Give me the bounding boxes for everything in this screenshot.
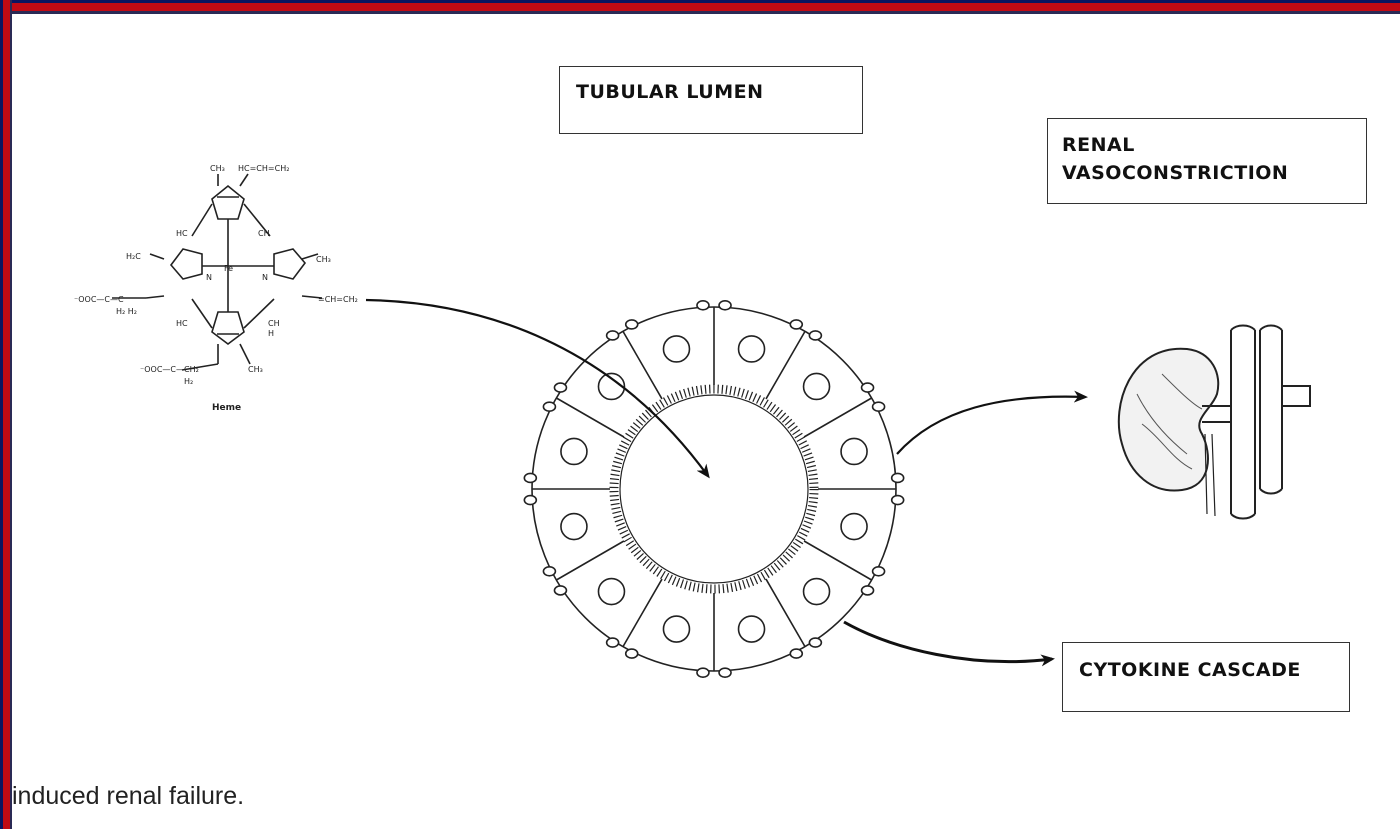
slide-frame-left bbox=[0, 0, 12, 829]
membrane-protrusion bbox=[607, 638, 619, 647]
heme-fe: Fe bbox=[224, 264, 233, 273]
heme-group-hc-top: HC bbox=[176, 229, 188, 238]
heme-group-top-left: CH₃ bbox=[210, 164, 225, 173]
cell-nucleus bbox=[841, 514, 867, 540]
cell-boundary bbox=[804, 398, 872, 437]
cell-nucleus bbox=[739, 616, 765, 642]
cell-boundary bbox=[556, 541, 624, 580]
membrane-protrusion bbox=[719, 668, 731, 677]
cell-boundary bbox=[556, 398, 624, 437]
cell-boundary bbox=[623, 579, 662, 647]
heme-group-bottom-right: CH₃ bbox=[248, 365, 263, 374]
membrane-protrusion bbox=[554, 383, 566, 392]
membrane-protrusion bbox=[719, 301, 731, 310]
membrane-protrusion bbox=[892, 496, 904, 505]
heme-chain-top-h: H₂ H₂ bbox=[116, 307, 137, 316]
membrane-protrusion bbox=[873, 402, 885, 411]
cell-boundary bbox=[623, 331, 662, 399]
cell-nucleus bbox=[739, 336, 765, 362]
membrane-protrusion bbox=[862, 586, 874, 595]
heme-group-hc-bottom: HC bbox=[176, 319, 188, 328]
heme-n-right: N bbox=[262, 273, 268, 282]
membrane-protrusion bbox=[697, 301, 709, 310]
cell-boundary bbox=[804, 541, 872, 580]
heme-chain-bottom-h: H₂ bbox=[184, 377, 193, 386]
cell-boundary bbox=[766, 331, 805, 399]
membrane-protrusion bbox=[543, 402, 555, 411]
membrane-protrusion bbox=[543, 567, 555, 576]
heme-group-ch-bottom: CH bbox=[268, 319, 280, 328]
cell-nucleus bbox=[561, 438, 587, 464]
heme-group-right-vinyl: =CH=CH₂ bbox=[318, 295, 358, 304]
heme-group-top-right: HC=CH=CH₂ bbox=[238, 164, 289, 173]
cell-nucleus bbox=[663, 616, 689, 642]
diagram-svg: CH₃ HC=CH=CH₂ H₂C CH₃ =CH=CH₂ HC CH HC C… bbox=[12, 14, 1400, 774]
membrane-protrusion bbox=[790, 649, 802, 658]
cell-nucleus bbox=[804, 373, 830, 399]
heme-molecule-icon: CH₃ HC=CH=CH₂ H₂C CH₃ =CH=CH₂ HC CH HC C… bbox=[74, 164, 358, 413]
heme-name: Heme bbox=[212, 403, 241, 413]
membrane-protrusion bbox=[862, 383, 874, 392]
cell-boundary bbox=[766, 579, 805, 647]
membrane-protrusion bbox=[873, 567, 885, 576]
membrane-protrusion bbox=[524, 473, 536, 482]
tubule-cross-section-icon bbox=[524, 301, 903, 677]
heme-chain-bottom: ⁻OOC—C—CH₂ bbox=[140, 365, 199, 374]
heme-group-ch-top: CH bbox=[258, 229, 270, 238]
vasoconstriction-arrow-icon bbox=[897, 397, 1085, 454]
figure-caption: induced renal failure. bbox=[12, 782, 244, 811]
heme-n-left: N bbox=[206, 273, 212, 282]
heme-group-h-right: H bbox=[268, 329, 274, 338]
kidney-icon bbox=[1119, 326, 1310, 519]
membrane-protrusion bbox=[626, 649, 638, 658]
diagram-canvas: TUBULAR LUMEN RENAL VASOCONSTRICTION CYT… bbox=[12, 14, 1400, 829]
cell-nucleus bbox=[598, 579, 624, 605]
heme-group-right-upper: CH₃ bbox=[316, 255, 331, 264]
cell-nucleus bbox=[663, 336, 689, 362]
membrane-protrusion bbox=[809, 331, 821, 340]
cytokine-arrow-icon bbox=[844, 622, 1052, 662]
membrane-protrusion bbox=[524, 496, 536, 505]
membrane-protrusion bbox=[607, 331, 619, 340]
membrane-protrusion bbox=[626, 320, 638, 329]
cell-nucleus bbox=[804, 579, 830, 605]
membrane-protrusion bbox=[809, 638, 821, 647]
membrane-protrusion bbox=[554, 586, 566, 595]
heme-chain-top: ⁻OOC—C—C bbox=[74, 295, 124, 304]
cell-nucleus bbox=[841, 438, 867, 464]
cell-nucleus bbox=[561, 514, 587, 540]
membrane-protrusion bbox=[697, 668, 709, 677]
slide-frame-top bbox=[0, 0, 1400, 14]
membrane-protrusion bbox=[892, 473, 904, 482]
heme-group-left-upper: H₂C bbox=[126, 252, 141, 261]
membrane-protrusion bbox=[790, 320, 802, 329]
